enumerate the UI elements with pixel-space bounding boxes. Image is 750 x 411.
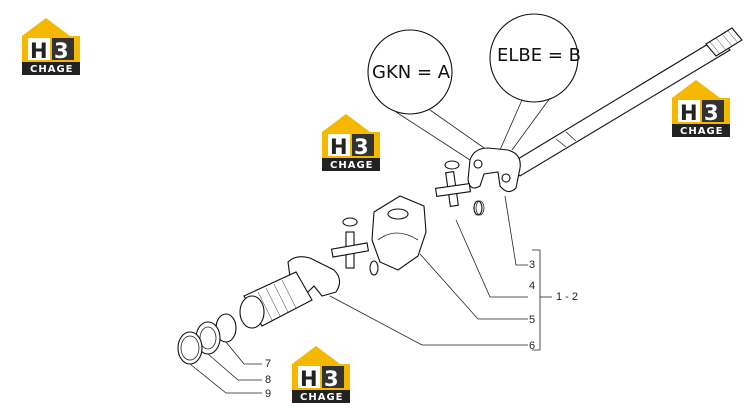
svg-text:ELBE = B: ELBE = B (497, 45, 581, 66)
svg-text:H: H (330, 135, 348, 159)
center-coupling-yoke (371, 195, 427, 271)
watermark-logo-right: H 3 CHAGE (672, 80, 730, 137)
svg-text:CHAGE: CHAGE (680, 126, 724, 137)
svg-text:CHAGE: CHAGE (330, 160, 374, 171)
label-part-7: 7 (265, 358, 271, 370)
svg-text:H: H (680, 101, 698, 125)
label-group-1-2: 1 - 2 (556, 291, 578, 303)
svg-text:3: 3 (54, 39, 69, 63)
callout-gkn: GKN = A (367, 29, 488, 161)
label-part-4: 4 (529, 280, 535, 292)
lower-spider-cross (330, 217, 379, 276)
callout-elbe: ELBE = B (489, 13, 581, 151)
label-part-3: 3 (529, 259, 535, 271)
label-part-6: 6 (529, 340, 535, 352)
svg-text:H: H (30, 39, 48, 63)
label-part-9: 9 (265, 388, 271, 400)
watermark-logo-bottom: H 3 CHAGE (292, 346, 350, 403)
svg-text:CHAGE: CHAGE (300, 392, 344, 403)
stub-shaft-yoke (239, 256, 341, 329)
svg-text:H: H (300, 367, 318, 391)
leader-lines (189, 195, 552, 394)
svg-text:GKN = A: GKN = A (372, 62, 451, 83)
upper-spider-cross (434, 160, 483, 216)
svg-text:CHAGE: CHAGE (30, 64, 74, 75)
washer-9 (177, 331, 203, 365)
label-part-8: 8 (265, 374, 271, 386)
watermark-logo-top-left: H 3 CHAGE (22, 18, 80, 75)
watermark-logo-center: H 3 CHAGE (322, 114, 380, 171)
circlip-set (342, 200, 485, 276)
svg-text:3: 3 (354, 135, 369, 159)
shaft-yoke (467, 147, 521, 193)
label-part-5: 5 (529, 314, 535, 326)
svg-text:3: 3 (324, 367, 339, 391)
svg-text:3: 3 (704, 101, 719, 125)
